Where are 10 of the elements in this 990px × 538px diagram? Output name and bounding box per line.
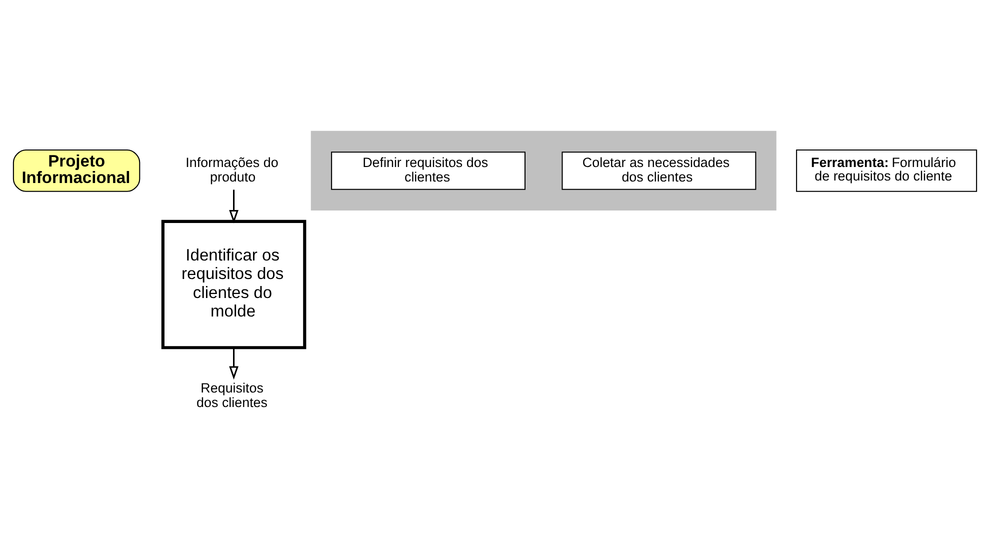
node-box: Ferramenta: Formulário de requisitos do cliente: [796, 150, 978, 192]
node-box: Projeto Informacional: [12, 150, 140, 192]
arrow: [229, 348, 238, 380]
node-box: Identificar os requisitos dos clientes do molde: [161, 220, 306, 350]
cluster: [310, 130, 776, 211]
node-box: Coletar as necessidades dos clientes: [562, 152, 756, 190]
node-text: Informações do produto: [186, 155, 278, 184]
arrow: [229, 190, 238, 224]
node-text: Requisitos dos clientes: [196, 380, 268, 410]
node-box: Definir requisitos dos clientes: [331, 152, 526, 190]
